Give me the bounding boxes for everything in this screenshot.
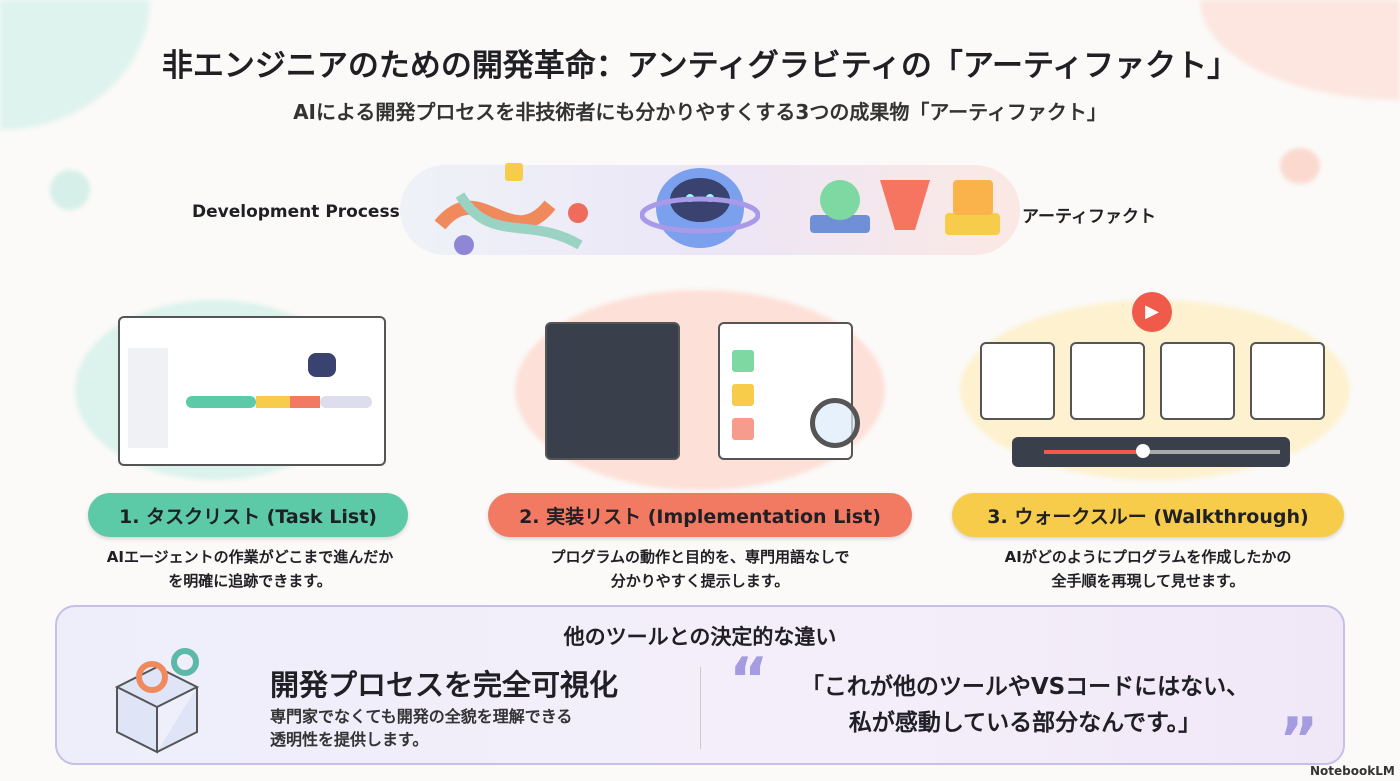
desc-line: 分かりやすく提示します。	[610, 572, 790, 590]
quote-line: 私が感動している部分なんです。」	[848, 710, 1202, 736]
desc-line: AIがどのようにプログラムを作成したかの	[1004, 548, 1292, 566]
code-editor-illustration	[545, 322, 680, 460]
task-list-desc: AIエージェントの作業がどこまで進んだかを明確に追跡できます。	[70, 545, 430, 593]
desc-line: AIエージェントの作業がどこまで進んだか	[106, 548, 394, 566]
process-flow-icon	[434, 163, 588, 255]
walkthrough-frame-1	[980, 342, 1055, 420]
feature-desc: 専門家でなくても開発の全貌を理解できる透明性を提供します。	[270, 705, 572, 751]
play-button-icon: ▶	[1132, 292, 1172, 332]
magnifier-icon	[810, 398, 860, 448]
walkthrough-desc: AIがどのようにプログラムを作成したかの全手順を再現して見せます。	[968, 545, 1328, 593]
difference-panel: 他のツールとの決定的な違い 開発プロセスを完全可視化 専門家でなくても開発の全貌…	[55, 605, 1345, 775]
implementation-list-pill: 2. 実装リスト (Implementation List)	[488, 493, 912, 537]
desc-line: 透明性を提供します。	[270, 730, 429, 749]
panel-heading: 他のツールとの決定的な違い	[563, 625, 837, 649]
bg-blob	[1280, 148, 1320, 184]
walkthrough-frame-4	[1250, 342, 1325, 420]
ai-robot-icon	[640, 168, 760, 248]
video-timeline[interactable]	[1012, 437, 1290, 467]
quote-text: 「これが他のツールやVSコードにはない、私が感動している部分なんです。」	[775, 669, 1275, 741]
task-list-illustration	[118, 316, 386, 466]
walkthrough-pill: 3. ウォークスルー (Walkthrough)	[952, 493, 1344, 537]
artifact-gems-icon	[810, 180, 1000, 235]
quote-line: 「これが他のツールやVSコードにはない、	[800, 674, 1250, 700]
desc-line: 全手順を再現して見せます。	[1051, 572, 1245, 590]
open-quote-icon: “	[729, 645, 769, 715]
walkthrough-frame-2	[1070, 342, 1145, 420]
divider	[700, 667, 701, 749]
feature-title: 開発プロセスを完全可視化	[270, 668, 619, 702]
implementation-list-desc: プログラムの動作と目的を、専門用語なしで分かりやすく提示します。	[520, 545, 880, 593]
development-process-label: Development Process	[192, 202, 400, 222]
artifact-label: アーティファクト	[1022, 207, 1156, 227]
page-title: 非エンジニアのための開発革命：アンティグラビティの「アーティファクト」	[161, 48, 1239, 84]
desc-line: 専門家でなくても開発の全貌を理解できる	[270, 707, 573, 726]
desc-line: を明確に追跡できます。	[168, 572, 332, 590]
close-quote-icon: ”	[1279, 705, 1319, 775]
walkthrough-frame-3	[1160, 342, 1235, 420]
open-box-gears-icon	[114, 648, 200, 754]
bg-blob	[50, 170, 90, 210]
task-list-pill: 1. タスクリスト (Task List)	[88, 493, 408, 537]
desc-line: プログラムの動作と目的を、専門用語なしで	[550, 548, 850, 566]
robot-icon	[308, 353, 336, 377]
page-subtitle: AIによる開発プロセスを非技術者にも分かりやすくする3つの成果物「アーティファク…	[293, 100, 1107, 124]
notebooklm-watermark: NotebookLM	[1310, 764, 1395, 778]
